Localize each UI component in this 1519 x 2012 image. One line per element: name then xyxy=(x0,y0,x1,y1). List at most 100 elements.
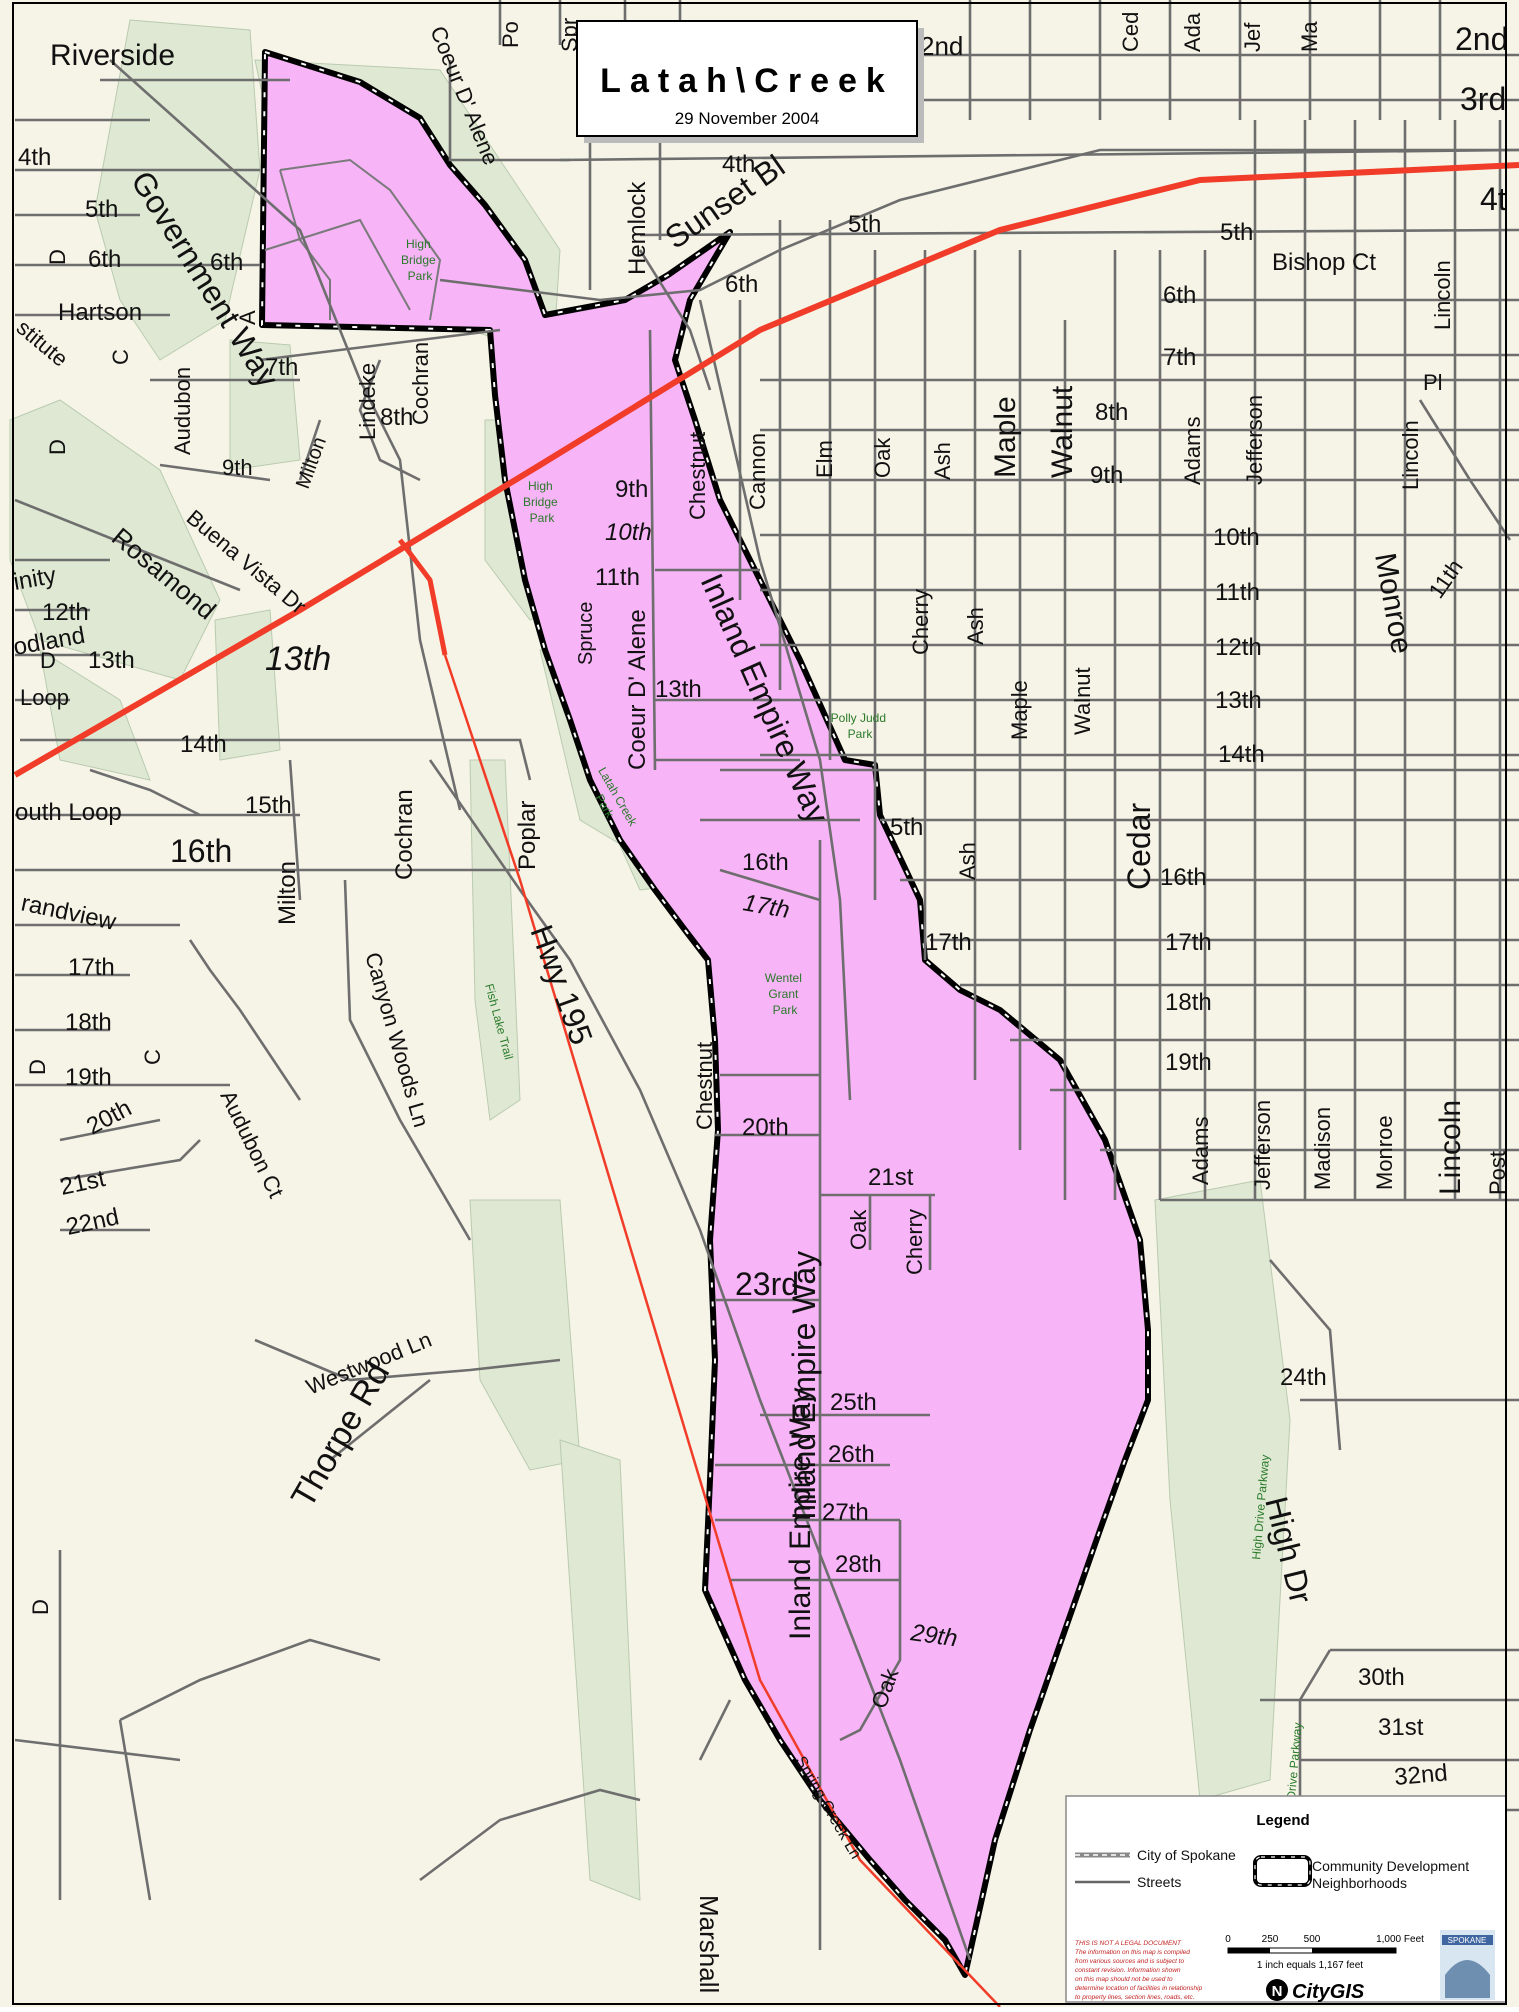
label-2nd: 2nd xyxy=(920,31,963,61)
citygis-logo-icon xyxy=(1266,1979,1288,2001)
label-16th: 16th xyxy=(170,833,232,869)
label-17th-c: 17th xyxy=(925,929,972,956)
label-29th: 29th xyxy=(908,1619,959,1652)
label-25th: 25th xyxy=(830,1389,877,1416)
label-18th: 18th xyxy=(65,1009,112,1036)
label-7th: 7th xyxy=(265,354,298,381)
label-jefferson: Jefferson xyxy=(1242,395,1267,485)
highways xyxy=(13,162,1519,2008)
label-5th-b: 5th xyxy=(848,211,881,238)
label-13th-c: 13th xyxy=(655,676,702,703)
label-21st-b: 21st xyxy=(868,1164,914,1191)
label-cannon: Cannon xyxy=(745,433,770,510)
label-adams-2: Adams xyxy=(1188,1117,1213,1185)
label-13th-d: 13th xyxy=(1215,687,1262,714)
label-6th-c: 6th xyxy=(725,271,758,298)
label-5th-d: 5th xyxy=(890,814,923,841)
label-lincoln-3: Lincoln xyxy=(1434,1100,1467,1195)
park-label-drive-parkway: Drive Parkway xyxy=(1284,1722,1305,1800)
label-8th: 8th xyxy=(380,404,413,431)
label-walnut: Walnut xyxy=(1046,385,1079,478)
label-19th: 19th xyxy=(65,1064,112,1091)
label-d-2: D xyxy=(45,439,70,455)
label-4th: 4th xyxy=(18,144,51,171)
label-oak: Oak xyxy=(870,437,895,478)
label-23rd: 23rd xyxy=(735,1266,799,1302)
label-top-po: Po xyxy=(498,21,523,48)
label-top-jef: Jef xyxy=(1240,22,1265,52)
label-chestnut-2: Chestnut xyxy=(692,1042,717,1130)
label-coeur-dalene-mid: Coeur D' Alene xyxy=(624,609,651,770)
label-south-loop: outh Loop xyxy=(15,799,122,826)
label-4th-right: 4t xyxy=(1480,181,1507,217)
label-walnut-2: Walnut xyxy=(1070,667,1095,735)
label-6th-d: 6th xyxy=(1163,282,1196,309)
label-audubon: Audubon xyxy=(170,367,195,455)
label-marshall: Marshall xyxy=(694,1895,724,1993)
label-madison: Madison xyxy=(1310,1107,1335,1190)
label-pl: Pl xyxy=(1423,370,1443,395)
map-border xyxy=(12,2,1507,2005)
title-box: Latah\Creek 29 November 2004 xyxy=(576,20,924,143)
park-label-wentel-grant: Wentel Grant Park xyxy=(765,971,805,1017)
label-12th: 12th xyxy=(42,599,89,626)
park-label-polly-judd: Polly Judd Park xyxy=(831,711,890,741)
label-spruce: Spruce xyxy=(575,602,597,665)
legend-streets: Streets xyxy=(1137,1874,1181,1890)
label-bishop-ct: Bishop Ct xyxy=(1272,249,1376,276)
label-cherry-2: Cherry xyxy=(902,1209,927,1275)
label-17th: 17th xyxy=(68,954,115,981)
label-top-ada: Ada xyxy=(1180,12,1205,52)
label-16th-b: 16th xyxy=(742,849,789,876)
legend-title: Legend xyxy=(1256,1812,1309,1829)
legend-city-of-spokane: City of Spokane xyxy=(1137,1847,1236,1863)
label-poplar: Poplar xyxy=(514,801,541,870)
label-top-ced: Ced xyxy=(1118,12,1143,52)
label-9th-c: 9th xyxy=(1090,462,1123,489)
label-maple: Maple xyxy=(989,396,1022,478)
latah-creek-neighborhood[interactable] xyxy=(259,49,1151,1978)
label-adams: Adams xyxy=(1180,417,1205,485)
label-monroe-2: Monroe xyxy=(1372,1115,1397,1190)
legend-cd-neighborhoods-1: Community Development xyxy=(1312,1858,1469,1874)
legend-disclaimer: THIS IS NOT A LEGAL DOCUMENT The informa… xyxy=(1075,1940,1204,2001)
label-d-3: D xyxy=(40,648,56,673)
label-5th: 5th xyxy=(85,196,118,223)
label-13th-b: 13th xyxy=(265,640,331,678)
map-title: Latah\Creek xyxy=(600,62,894,100)
label-16th-c: 16th xyxy=(1160,864,1207,891)
scale-tick-500: 500 xyxy=(1304,1934,1321,1945)
label-milton-2: Milton xyxy=(274,861,301,925)
label-lincoln-2: Lincoln xyxy=(1398,420,1423,490)
label-32nd: 32nd xyxy=(1393,1759,1449,1791)
label-3rd: 3rd xyxy=(1460,81,1506,117)
label-27th: 27th xyxy=(822,1499,869,1526)
label-19th-b: 19th xyxy=(1165,1049,1212,1076)
label-elm: Elm xyxy=(812,440,837,478)
label-jefferson-2: Jefferson xyxy=(1250,1100,1275,1190)
label-d: D xyxy=(45,249,70,265)
scale-note: 1 inch equals 1,167 feet xyxy=(1257,1960,1363,1971)
citygis-logo-text: CityGIS xyxy=(1292,1981,1365,2003)
scale-tick-0: 0 xyxy=(1225,1934,1231,1945)
label-20th-b: 20th xyxy=(742,1114,789,1141)
label-7th-b: 7th xyxy=(1163,344,1196,371)
spokane-seal-text: SPOKANE xyxy=(1448,1936,1487,1945)
label-15th: 15th xyxy=(245,792,292,819)
label-top-ma: Ma xyxy=(1297,21,1322,52)
label-11th: 11th xyxy=(595,564,640,591)
label-11th-b: 11th xyxy=(1215,579,1260,606)
label-d-5: D xyxy=(28,1599,53,1615)
label-ash-3: Ash xyxy=(955,842,980,880)
label-28th: 28th xyxy=(835,1551,882,1578)
park-label-high-bridge-2: High Bridge Park xyxy=(523,479,561,525)
label-4th-b: 4th xyxy=(722,151,755,178)
scale-tick-250: 250 xyxy=(1262,1934,1279,1945)
spokane-seal-icon: SPOKANE xyxy=(1440,1930,1495,2000)
label-d-4: D xyxy=(25,1059,50,1075)
label-cherry: Cherry xyxy=(908,589,933,655)
label-9th: 9th xyxy=(222,455,253,480)
label-10th: 10th xyxy=(605,519,652,546)
